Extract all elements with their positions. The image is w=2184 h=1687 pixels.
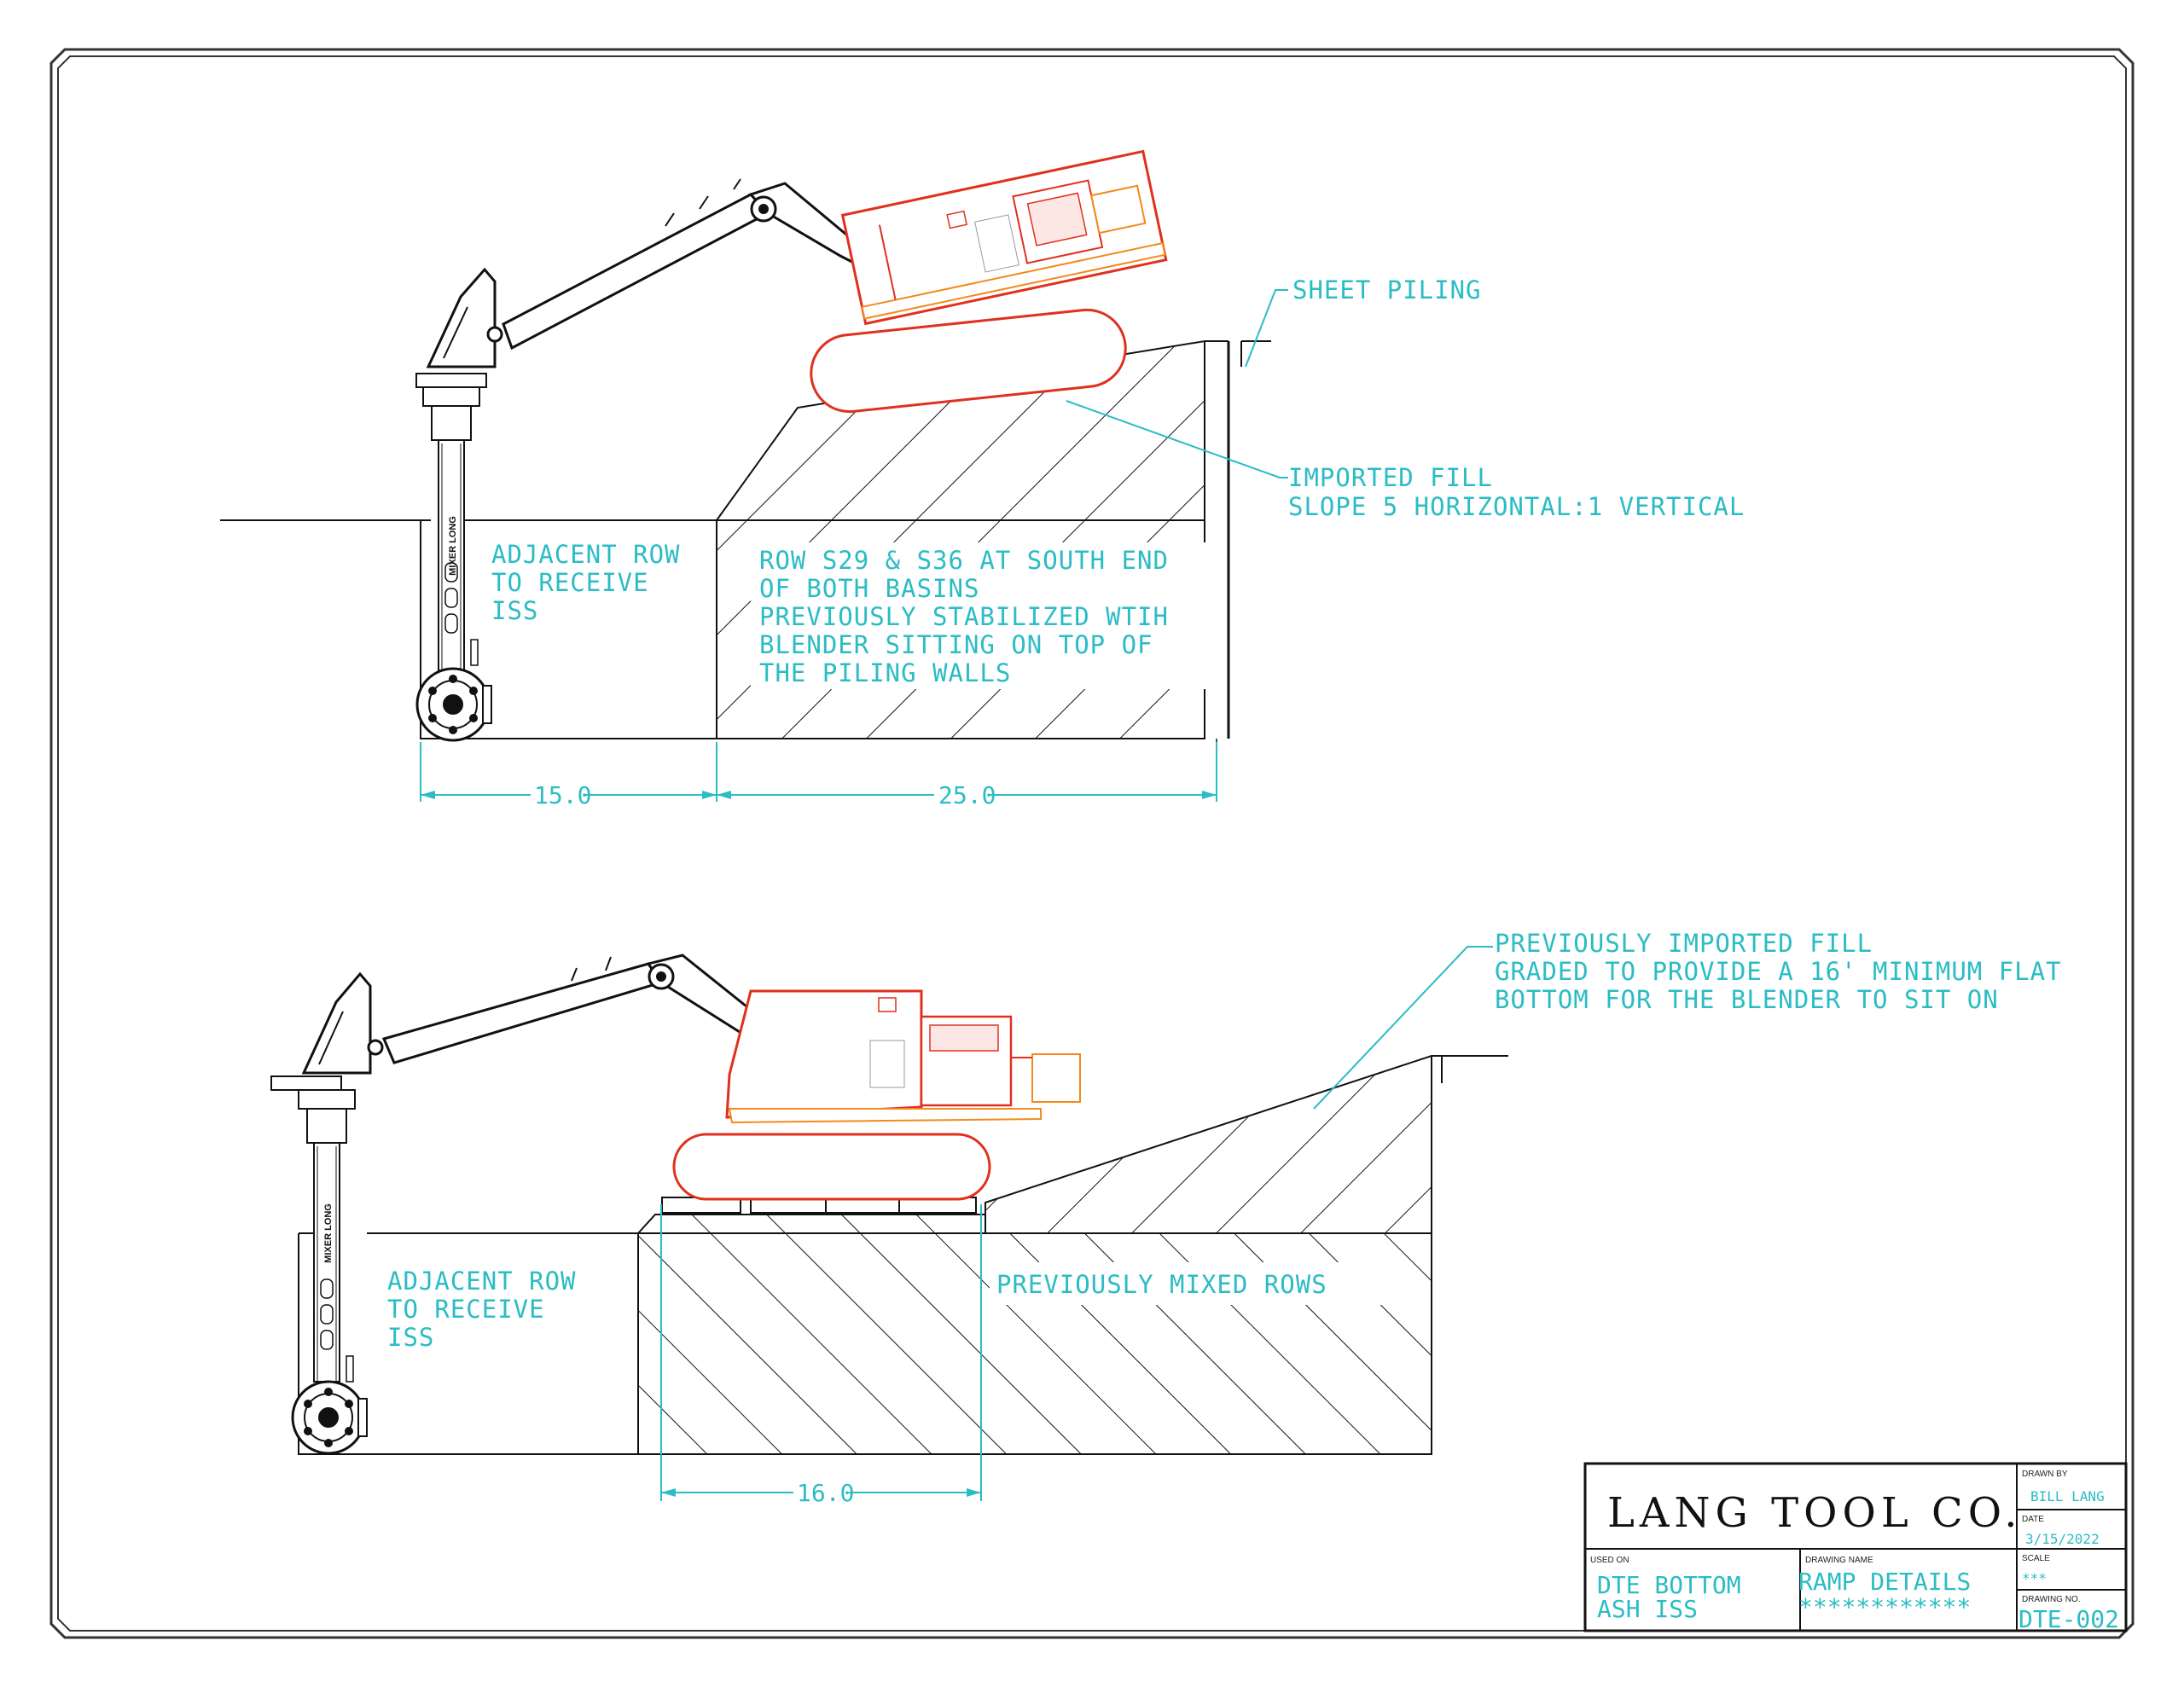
lower-dimension — [660, 1204, 982, 1501]
used-on-line-2: ASH ISS — [1597, 1595, 1698, 1623]
fill-note-line-1: PREVIOUSLY IMPORTED FILL — [1495, 929, 1873, 958]
date-label: DATE — [2022, 1515, 2044, 1524]
mixer-lower: MIXER LONG — [270, 1075, 368, 1455]
scale-value: *** — [2022, 1570, 2047, 1586]
mixer-upper: MIXER LONG — [415, 373, 492, 742]
adjacent-row-label-upper-2: TO RECEIVE — [491, 568, 649, 597]
crane-mats — [661, 1197, 977, 1214]
drawing-name-value: RAMP DETAILS — [1798, 1568, 1971, 1596]
fill-note-leader — [1313, 946, 1493, 1110]
blender-lower — [672, 989, 1081, 1201]
dimension-25: 25.0 — [938, 781, 996, 809]
upper-dimensions — [420, 742, 1217, 802]
row-note-line-4: BLENDER SITTING ON TOP OF — [759, 630, 1153, 659]
dimension-16: 16.0 — [797, 1479, 854, 1507]
lower-view: 16.0 MIXER LONG — [270, 929, 2062, 1507]
drawing-no-label: DRAWING NO. — [2022, 1595, 2081, 1604]
drawn-by-label: DRAWN BY — [2022, 1470, 2068, 1479]
slope-label: SLOPE 5 HORIZONTAL:1 VERTICAL — [1288, 492, 1745, 521]
row-note-block: ROW S29 & S36 AT SOUTH END OF BOTH BASIN… — [751, 542, 1211, 689]
scale-label: SCALE — [2022, 1554, 2050, 1563]
row-note-line-3: PREVIOUSLY STABILIZED WTIH — [759, 602, 1169, 631]
row-note-line-1: ROW S29 & S36 AT SOUTH END — [759, 546, 1169, 575]
sheet-piling — [1205, 340, 1271, 793]
upper-view: 15.0 25.0 MIXER LONG — [220, 149, 1745, 809]
mixer-long-label-upper: MIXER LONG — [448, 516, 458, 576]
imported-fill-label: IMPORTED FILL — [1288, 463, 1493, 492]
adjacent-row-label-upper-1: ADJACENT ROW — [491, 540, 681, 569]
dimension-15: 15.0 — [534, 781, 591, 809]
upper-leaders — [1066, 289, 1288, 478]
used-on-label: USED ON — [1590, 1556, 1629, 1565]
mixer-long-label-lower: MIXER LONG — [323, 1203, 334, 1263]
excavator-arm-upper — [426, 178, 946, 368]
row-note-line-5: THE PILING WALLS — [759, 658, 1011, 687]
drawing-name-stars: ************ — [1798, 1593, 1971, 1621]
used-on-line-1: DTE BOTTOM — [1597, 1571, 1741, 1599]
fill-note-line-3: BOTTOM FOR THE BLENDER TO SIT ON — [1495, 985, 1999, 1014]
company-name: LANG TOOL CO. — [1607, 1489, 2023, 1537]
previously-mixed-rows-label: PREVIOUSLY MIXED ROWS — [996, 1270, 1327, 1299]
title-block: LANG TOOL CO. DRAWN BY BILL LANG DATE 3/… — [1583, 1462, 2128, 1633]
fill-note-line-2: GRADED TO PROVIDE A 16' MINIMUM FLAT — [1495, 957, 2062, 986]
sheet-piling-label: SHEET PILING — [1292, 275, 1482, 304]
adjacent-row-label-lower-2: TO RECEIVE — [387, 1295, 545, 1324]
adjacent-row-label-lower-1: ADJACENT ROW — [387, 1267, 577, 1296]
row-note-line-2: OF BOTH BASINS — [759, 574, 979, 603]
adjacent-row-label-upper-3: ISS — [491, 596, 538, 625]
previously-mixed-rows-block — [636, 1054, 1508, 1455]
drawn-by-value: BILL LANG — [2030, 1488, 2105, 1504]
adjacent-row-label-lower-3: ISS — [387, 1323, 434, 1352]
date-value: 3/15/2022 — [2025, 1531, 2100, 1547]
blender-upper — [810, 149, 1168, 414]
drawing-no-value: DTE-002 — [2018, 1605, 2119, 1633]
drawing-name-label: DRAWING NAME — [1805, 1556, 1873, 1565]
